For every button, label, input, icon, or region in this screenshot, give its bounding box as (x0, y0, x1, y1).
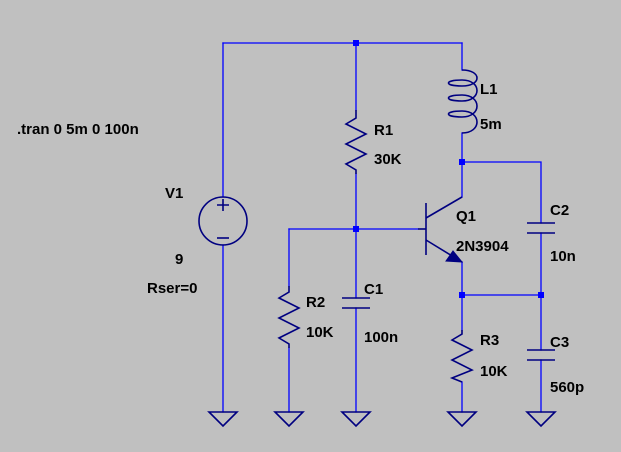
ground-c3 (525, 411, 557, 428)
c2-value-label: 10n (550, 248, 576, 265)
c1-name-label: C1 (364, 281, 383, 298)
wires (222, 42, 542, 413)
q1-name-label: Q1 (456, 208, 476, 225)
c3-name-label: C3 (550, 334, 569, 351)
c2-name-label: C2 (550, 202, 569, 219)
spice-directive: .tran 0 5m 0 100n (17, 121, 139, 138)
q1-value-label: 2N3904 (456, 238, 509, 255)
transistor-q1[interactable] (418, 196, 464, 263)
r2-value-label: 10K (306, 324, 334, 341)
inductor-l1[interactable] (447, 69, 478, 134)
junction-c2-c3 (538, 292, 544, 298)
junction-base (353, 226, 359, 232)
r3-value-label: 10K (480, 363, 508, 380)
voltage-source-v1[interactable] (198, 196, 248, 246)
l1-value-label: 5m (480, 116, 502, 133)
ground-c1 (340, 411, 372, 428)
resistor-r3[interactable] (449, 330, 474, 383)
q1-collector-lead (425, 196, 463, 219)
r2-name-label: R2 (306, 294, 325, 311)
junction-top-rail (353, 40, 359, 46)
v1-plus-sign (217, 199, 229, 211)
ground-r2 (273, 411, 305, 428)
ground-r3 (446, 411, 478, 428)
junction-collector (459, 159, 465, 165)
resistor-r1[interactable] (344, 110, 368, 174)
c1-value-label: 100n (364, 329, 398, 346)
c3-value-label: 560p (550, 379, 584, 396)
ground-v1 (207, 411, 239, 428)
capacitor-c1[interactable] (342, 297, 370, 309)
r3-name-label: R3 (480, 332, 499, 349)
q1-emitter-arrow (445, 250, 464, 263)
v1-body (198, 196, 248, 246)
resistor-r2[interactable] (277, 286, 301, 348)
r1-name-label: R1 (374, 122, 393, 139)
junction-emitter (459, 292, 465, 298)
capacitor-c3[interactable] (527, 349, 555, 361)
v1-param-label: Rser=0 (147, 280, 197, 297)
capacitor-c2[interactable] (527, 222, 555, 234)
l1-name-label: L1 (480, 81, 498, 98)
wire-collector-c2 (461, 161, 542, 224)
v1-name-label: V1 (165, 185, 183, 202)
r1-value-label: 30K (374, 151, 402, 168)
v1-value-label: 9 (175, 251, 183, 268)
junctions (353, 40, 544, 298)
